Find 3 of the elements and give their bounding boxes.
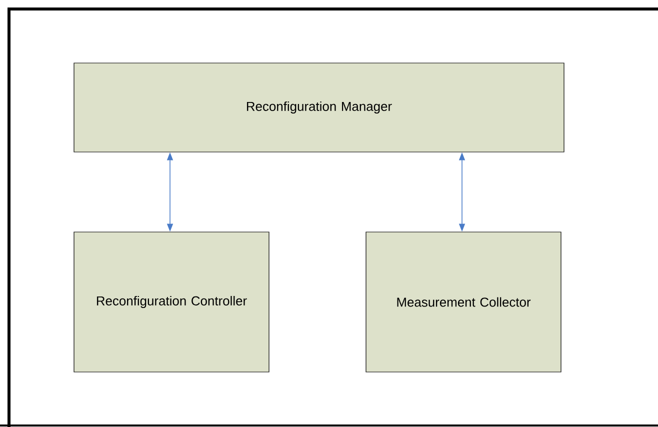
process-box: Measurement Collector <box>366 232 562 372</box>
process-box: Reconfiguration Controller <box>74 232 270 372</box>
process-box: Reconfiguration Manager <box>74 62 564 152</box>
